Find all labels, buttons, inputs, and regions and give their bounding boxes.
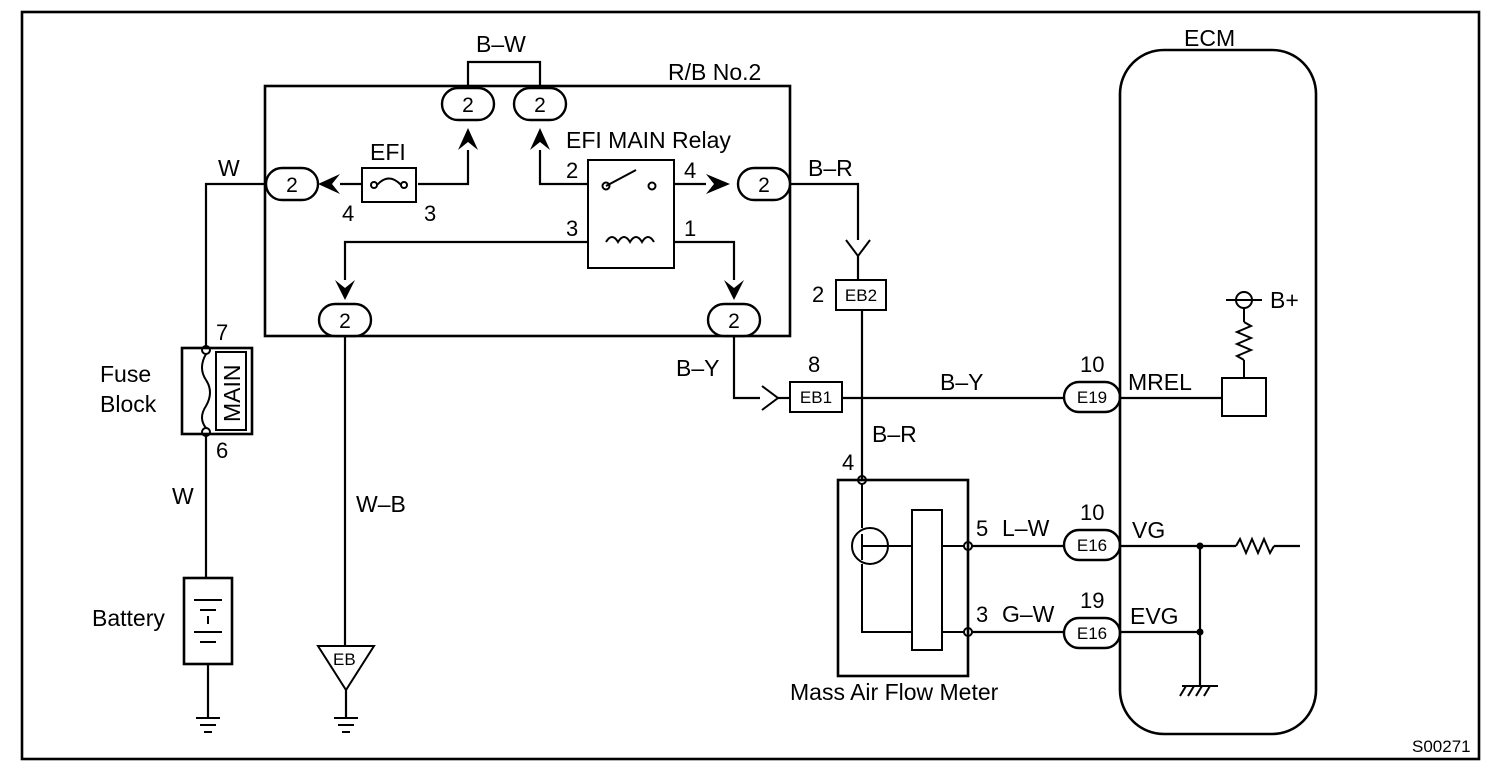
maf-pin-4: 4 bbox=[842, 450, 854, 475]
efi-fuse-arrow bbox=[318, 174, 340, 194]
svg-text:2: 2 bbox=[534, 94, 546, 117]
rb-arrow-top-left bbox=[458, 128, 478, 150]
svg-text:2: 2 bbox=[758, 174, 770, 197]
fuse-block-label-1: Fuse bbox=[100, 361, 151, 387]
lw-wire-label: L–W bbox=[1002, 515, 1050, 541]
ecm-box bbox=[1118, 48, 1318, 736]
rb-connector-bottom-left: 2 bbox=[317, 302, 373, 338]
br-wire-top bbox=[790, 182, 860, 240]
ecm-terminal-mrel: MREL bbox=[1128, 369, 1192, 395]
mrel-driver-box bbox=[1221, 377, 1267, 417]
svg-text:2: 2 bbox=[339, 310, 351, 333]
rb-arrow-top-right bbox=[530, 128, 550, 150]
bw-jumper-wire bbox=[466, 60, 542, 86]
rb-connector-left: 2 bbox=[264, 166, 320, 202]
eb2-arrow bbox=[845, 239, 871, 258]
ecm-terminal-evg: EVG bbox=[1130, 603, 1179, 629]
maf-meter-label: Mass Air Flow Meter bbox=[790, 679, 999, 705]
diagram-frame bbox=[20, 10, 1481, 761]
relay-pin-3: 3 bbox=[566, 216, 578, 241]
relay-coil bbox=[605, 236, 655, 244]
ecm-label: ECM bbox=[1184, 25, 1235, 51]
e16-evg-pin: 19 bbox=[1080, 588, 1104, 613]
fuse-block-box bbox=[180, 346, 254, 436]
maf-pin-3: 3 bbox=[976, 602, 988, 627]
svg-text:2: 2 bbox=[286, 174, 298, 197]
by-wire-label-left: B–Y bbox=[676, 355, 719, 381]
eb-ground-symbol bbox=[334, 717, 358, 733]
rb-connector-bottom-right: 2 bbox=[706, 302, 762, 338]
efi-fuse-wire-right bbox=[418, 150, 470, 186]
relay-block-box bbox=[263, 84, 792, 338]
eb1-arrow bbox=[761, 385, 780, 411]
efi-main-relay-label: EFI MAIN Relay bbox=[566, 127, 731, 153]
eb-ground-label: EB bbox=[333, 650, 356, 669]
main-fuse-label-box bbox=[215, 351, 247, 431]
main-fuse-label: MAIN bbox=[219, 365, 245, 423]
relay-block-label: R/B No.2 bbox=[668, 59, 761, 85]
eb2-pin: 2 bbox=[812, 282, 824, 307]
w-wire-label-top: W bbox=[218, 155, 240, 181]
e16-evg-label: E16 bbox=[1077, 624, 1107, 643]
efi-main-relay-box bbox=[587, 159, 675, 269]
efi-fuse-pin-4: 4 bbox=[342, 201, 354, 226]
svg-text:2: 2 bbox=[462, 94, 474, 117]
by-wire-label-right: B–Y bbox=[940, 369, 983, 395]
eb-ground-triangle bbox=[316, 645, 376, 692]
relay-pin-4: 4 bbox=[684, 158, 696, 183]
battery-ground-symbol bbox=[196, 717, 220, 733]
maf-sensor-element bbox=[911, 509, 943, 651]
mrel-pullup-resistor bbox=[1234, 321, 1254, 361]
e16-vg-label: E16 bbox=[1077, 536, 1107, 555]
br-wire-label-top: B–R bbox=[808, 155, 853, 181]
maf-meter-box bbox=[836, 478, 970, 678]
e19-pin: 10 bbox=[1080, 352, 1104, 377]
ecm-chassis-ground bbox=[1179, 685, 1218, 697]
relay-pin-1: 1 bbox=[684, 216, 696, 241]
by-wire-left bbox=[732, 336, 760, 400]
eb1-pin: 8 bbox=[808, 352, 820, 377]
fuse-block-pin-6: 6 bbox=[216, 438, 228, 463]
bw-wire-label: B–W bbox=[476, 31, 526, 57]
rb-connector-top-right: 2 bbox=[512, 86, 568, 122]
eb2-label: EB2 bbox=[845, 286, 877, 305]
fuse-block-pin-7: 7 bbox=[216, 320, 228, 345]
eb1-label: EB1 bbox=[800, 388, 832, 407]
figure-id: S00271 bbox=[1412, 737, 1471, 756]
efi-fuse-label: EFI bbox=[370, 139, 406, 165]
rb-connector-top-left: 2 bbox=[440, 86, 496, 122]
br-wire-label-mid: B–R bbox=[872, 421, 917, 447]
fuse-block-label-2: Block bbox=[100, 391, 157, 417]
rb-arrow-bottom-left bbox=[335, 280, 355, 300]
rb-connector-right: 2 bbox=[736, 166, 792, 202]
relay-pin-2: 2 bbox=[566, 158, 578, 183]
relay-arrow-4 bbox=[706, 174, 730, 194]
w-wire-label-lower: W bbox=[172, 483, 194, 509]
gw-wire-label: G–W bbox=[1002, 601, 1055, 627]
e19-label: E19 bbox=[1077, 388, 1107, 407]
rb-arrow-bottom-right bbox=[724, 280, 744, 300]
battery-label: Battery bbox=[92, 605, 165, 631]
efi-fuse-pin-3: 3 bbox=[424, 201, 436, 226]
ecm-terminal-vg: VG bbox=[1132, 517, 1165, 543]
bplus-label: B+ bbox=[1270, 287, 1299, 313]
wb-wire-label: W–B bbox=[356, 491, 406, 517]
svg-text:2: 2 bbox=[728, 310, 740, 333]
maf-pin-5: 5 bbox=[976, 516, 988, 541]
w-wire-top bbox=[204, 182, 266, 348]
vg-resistor bbox=[1235, 536, 1275, 556]
e16-vg-pin: 10 bbox=[1080, 500, 1104, 525]
